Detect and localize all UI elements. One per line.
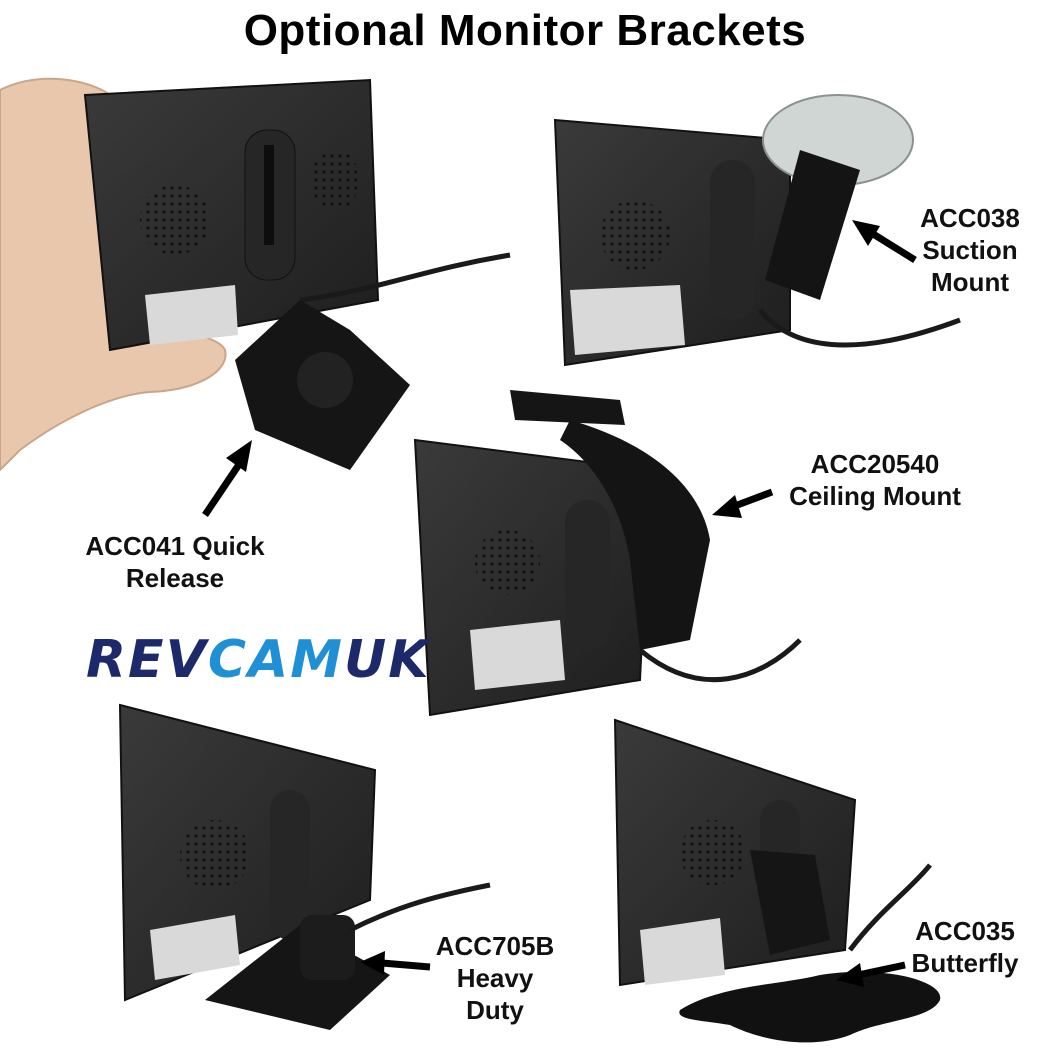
monitor-ceiling-mount (413, 390, 802, 717)
monitor-butterfly (613, 718, 941, 1043)
revcamuk-logo: REVCAMUK (86, 630, 431, 690)
label-butterfly: ACC035 Butterfly (911, 916, 1019, 978)
monitor-quick-release (83, 78, 511, 470)
page-title: Optional Monitor Brackets (243, 6, 807, 55)
label-heavy-duty: ACC705B Heavy Duty (435, 931, 555, 1025)
arrow-icon (202, 220, 917, 987)
label-suction-mount: ACC038 Suction Mount (920, 203, 1020, 297)
monitor-suction-mount (553, 94, 961, 367)
monitor-heavy-duty (118, 703, 491, 1030)
label-ceiling-mount: ACC20540 Ceiling Mount (789, 449, 961, 511)
label-quick-release: ACC041 Quick Release (85, 531, 265, 593)
